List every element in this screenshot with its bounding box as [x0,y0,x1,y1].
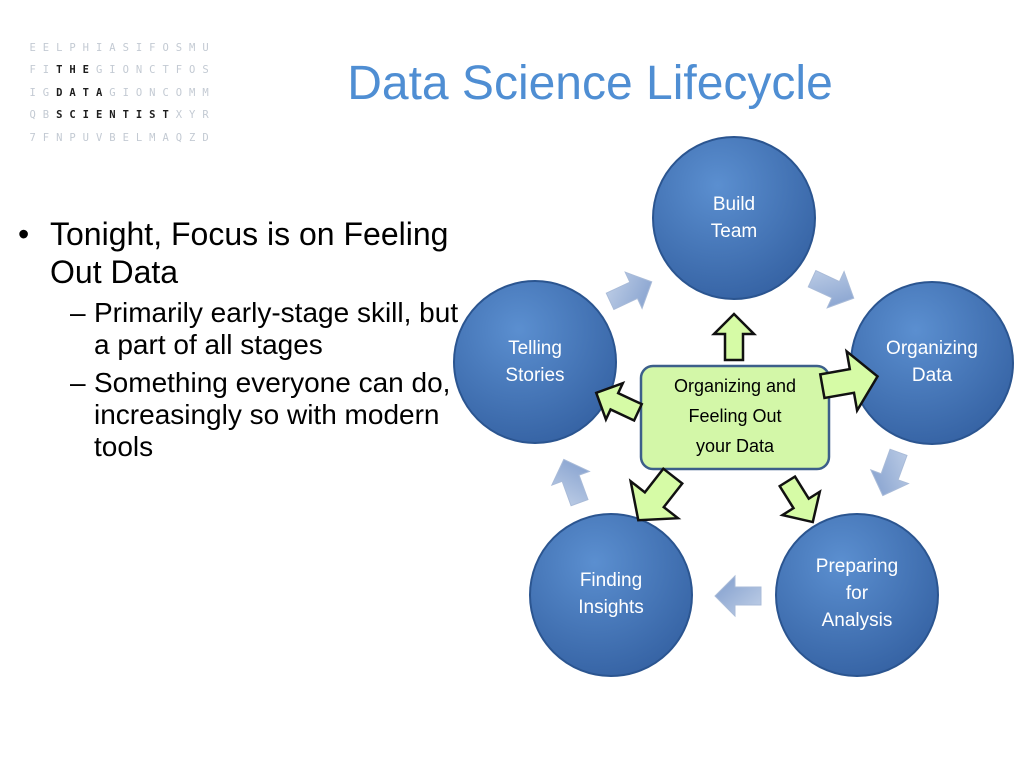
node-label-line: Insights [578,597,644,618]
node-finding-insights [529,513,693,677]
node-telling-stories [453,280,617,444]
node-label-line: Organizing [886,338,978,359]
bullet-main: • Tonight, Focus is on Feeling Out Data [14,215,464,291]
node-label-line: for [845,583,869,604]
dash-icon: – [70,297,86,328]
node-label-line: Build [712,194,756,215]
slide-title: Data Science Lifecycle [347,57,833,110]
green-arrow-left [594,380,644,423]
node-label-preparing-analysis: Preparing for Analysis [787,553,927,634]
node-label-line: Team [710,221,758,242]
node-label-line: Analysis [821,610,893,631]
node-preparing-analysis [775,513,939,677]
center-box [639,364,831,471]
node-label-telling-stories: Telling Stories [465,335,605,389]
sub-bullet: – Something everyone can do, increasingl… [14,367,464,463]
sub-bullet-text: Primarily early-stage skill, but a part … [94,297,459,360]
cycle-arrow [550,458,591,507]
node-label-organizing-data: Organizing Data [862,335,1002,389]
node-label-line: Stories [505,365,565,386]
cycle-arrow [605,271,653,311]
green-arrow-downleft [628,466,684,522]
bullet-main-text: Tonight, Focus is on Feeling Out Data [50,216,449,290]
node-build-team [652,136,816,300]
node-label-finding-insights: Finding Insights [541,567,681,621]
sub-bullet: – Primarily early-stage skill, but a par… [14,297,464,361]
green-arrow-up [710,312,758,362]
cycle-arrow [714,574,762,618]
cycle-arrow [807,269,855,309]
node-label-line: Preparing [815,556,899,577]
center-label-line: Feeling Out [688,406,782,426]
node-label-line: Finding [579,570,643,591]
center-label-line: Organizing and [673,376,797,396]
center-label: Organizing and Feeling Out your Data [642,371,828,461]
cycle-arrow [869,448,910,497]
green-arrow-upright [818,348,880,415]
bullet-list: • Tonight, Focus is on Feeling Out Data … [14,215,464,469]
node-label-line: Telling [508,338,562,359]
sub-bullet-text: Something everyone can do, increasingly … [94,367,451,462]
node-label-line: Data [911,365,953,386]
bullet-dot-icon: • [18,216,30,252]
node-label-build-team: Build Team [674,191,794,245]
dash-icon: – [70,367,86,398]
green-arrow-downright [777,474,822,524]
center-label-line: your Data [695,436,775,456]
